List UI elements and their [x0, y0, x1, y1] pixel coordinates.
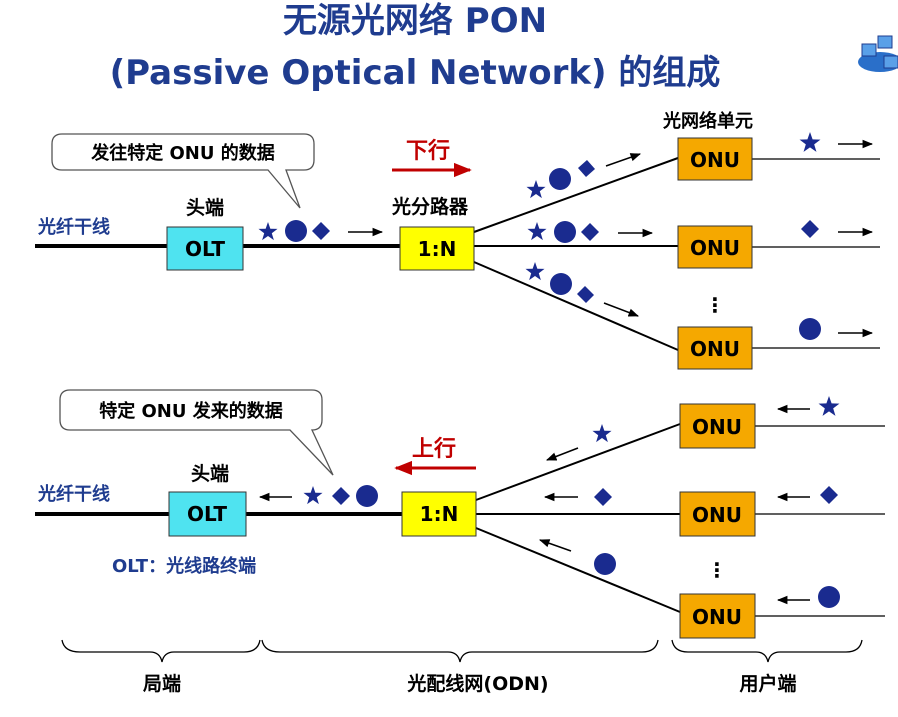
star-icon	[527, 222, 547, 241]
downstream-onu-3: ONU	[677, 326, 753, 370]
diamond-icon	[577, 286, 594, 303]
circle-icon	[549, 168, 571, 190]
svg-text:ONU: ONU	[692, 503, 742, 527]
star-icon	[799, 132, 821, 152]
diamond-icon	[594, 488, 612, 506]
upstream-callout-text: 特定 ONU 发来的数据	[99, 400, 283, 422]
star-icon	[818, 396, 840, 416]
circle-icon	[594, 553, 616, 575]
title-line-2: (Passive Optical Network) 的组成	[110, 53, 721, 93]
svg-text:ONU: ONU	[690, 337, 740, 361]
downstream-splitter-ratio: 1:N	[418, 237, 457, 261]
upstream-callout: 特定 ONU 发来的数据	[59, 389, 334, 476]
diamond-icon	[581, 223, 599, 241]
upstream-ellipsis: ⋮	[707, 558, 727, 582]
upstream-onu-2: ONU	[679, 491, 756, 537]
svg-text:ONU: ONU	[690, 148, 740, 172]
arrow-left-icon	[539, 539, 572, 552]
splitter-label: 光分路器	[391, 195, 469, 218]
diamond-icon	[801, 220, 819, 238]
upstream-onu-3: ONU	[679, 593, 756, 639]
arrow-right-icon	[605, 153, 641, 167]
upstream-olt-label: OLT	[187, 502, 227, 526]
downstream-onu-2: ONU	[677, 225, 753, 269]
section-user-side: 用户端	[739, 672, 796, 695]
network-logo-icon	[858, 35, 898, 72]
arrow-right-icon	[603, 302, 639, 317]
upstream-olt-box: OLT	[168, 491, 247, 537]
circle-icon	[799, 318, 821, 340]
upstream-splitter-ratio: 1:N	[420, 502, 459, 526]
diamond-icon	[820, 486, 838, 504]
downstream-ellipsis: ⋮	[705, 293, 725, 317]
upstream-splitter-box: 1:N	[401, 491, 477, 537]
upstream-branch-3	[475, 527, 681, 613]
section-odn: 光配线网(ODN)	[406, 672, 548, 695]
circle-icon	[818, 586, 840, 608]
upstream-onu-1: ONU	[679, 403, 756, 449]
diamond-icon	[312, 222, 330, 240]
downstream-callout-text: 发往特定 ONU 的数据	[90, 142, 275, 164]
upstream-headend-label: 头端	[191, 462, 229, 485]
circle-icon	[285, 220, 307, 242]
upstream-direction-label: 上行	[412, 436, 456, 462]
star-icon	[526, 180, 546, 199]
star-icon	[303, 486, 323, 505]
star-icon	[258, 222, 278, 241]
downstream-olt-label: OLT	[185, 237, 225, 261]
star-icon	[592, 424, 612, 443]
diamond-icon	[578, 160, 595, 177]
downstream-olt-box: OLT	[166, 226, 244, 271]
downstream-splitter-box: 1:N	[399, 226, 475, 271]
circle-icon	[356, 485, 378, 507]
arrow-left-icon	[546, 447, 579, 461]
section-braces	[61, 639, 863, 663]
downstream-trunk-label: 光纤干线	[37, 216, 110, 238]
onu-unit-label: 光网络单元	[662, 110, 753, 132]
upstream-trunk-label: 光纤干线	[37, 483, 110, 505]
olt-note: OLT：光线路终端	[112, 555, 256, 577]
downstream-onu-1: ONU	[677, 137, 753, 181]
svg-text:ONU: ONU	[692, 415, 742, 439]
star-icon	[525, 262, 545, 281]
title-line-1: 无源光网络 PON	[283, 1, 547, 41]
section-central-office: 局端	[143, 672, 181, 695]
downstream-direction-label: 下行	[406, 138, 450, 164]
circle-icon	[550, 273, 572, 295]
downstream-branch-3	[473, 261, 679, 351]
diamond-icon	[332, 487, 350, 505]
svg-text:ONU: ONU	[692, 605, 742, 629]
downstream-headend-label: 头端	[186, 196, 224, 219]
downstream-callout: 发往特定 ONU 的数据	[51, 133, 315, 209]
downstream-branch-1	[473, 157, 679, 233]
svg-text:ONU: ONU	[690, 236, 740, 260]
upstream-branch-1	[475, 423, 681, 501]
circle-icon	[554, 221, 576, 243]
